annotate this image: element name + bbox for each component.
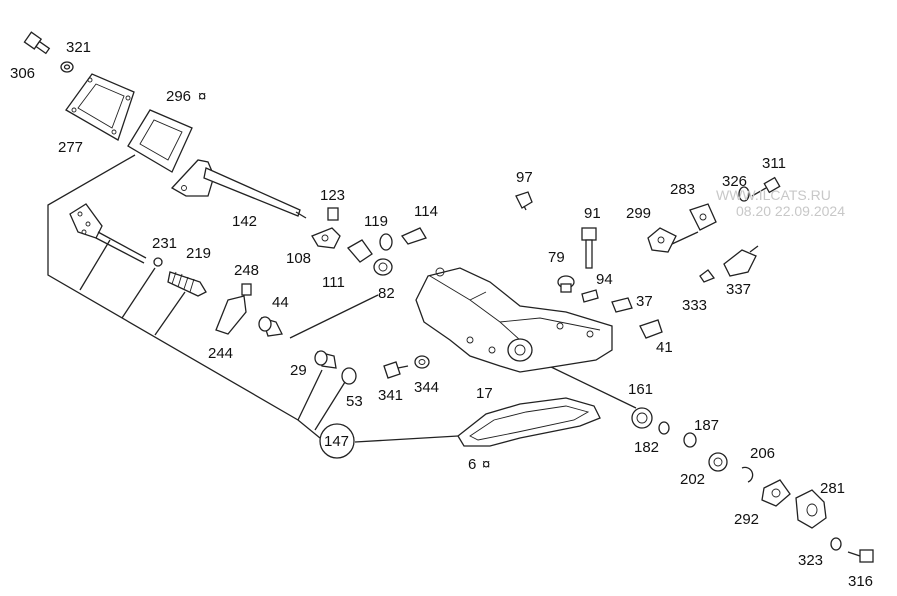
pin-333 <box>699 269 716 283</box>
cover-299 <box>647 227 677 253</box>
pin-37 <box>611 297 633 313</box>
label-281: 281 <box>820 480 845 497</box>
label-296: 296 <box>166 88 191 105</box>
cover-281 <box>795 489 827 529</box>
label-111: 111 <box>322 274 345 291</box>
label-119: 119 <box>364 213 388 230</box>
label-91: 91 <box>584 205 601 222</box>
watermark-site: WWW.ILCATS.RU <box>716 187 831 203</box>
clip-326 <box>738 186 750 202</box>
label-316: 316 <box>848 573 873 590</box>
label-82: 82 <box>378 285 395 302</box>
sleeve-44 <box>258 316 283 337</box>
bolt-97 <box>515 191 533 211</box>
ring-182 <box>658 421 670 435</box>
label-202: 202 <box>680 471 705 488</box>
label-6: 6 <box>468 456 476 473</box>
shift-housing-17 <box>415 267 613 373</box>
plate-283 <box>689 203 717 231</box>
plug-114 <box>400 227 427 245</box>
label-344: 344 <box>414 379 439 396</box>
selector-shaft-142 <box>170 159 307 219</box>
washer-202 <box>708 452 728 472</box>
label-311: 311 <box>762 155 786 172</box>
label-219: 219 <box>186 245 211 262</box>
marker-296: ¤ <box>198 88 206 105</box>
label-323: 323 <box>798 552 823 569</box>
marker-6: ¤ <box>482 456 490 473</box>
spring-219 <box>167 271 207 297</box>
label-147: 147 <box>324 433 349 450</box>
seal-161 <box>631 407 653 429</box>
watermark-date: 08.20 22.09.2024 <box>736 203 845 219</box>
label-108: 108 <box>286 250 311 267</box>
pin-248 <box>241 283 252 296</box>
gasket-277 <box>65 73 135 141</box>
label-41: 41 <box>656 339 673 356</box>
gasket-292 <box>761 479 791 507</box>
label-17: 17 <box>476 385 493 402</box>
cap-53 <box>341 367 357 385</box>
watermark: WWW.ILCATS.RU 08.20 22.09.2024 <box>716 187 845 219</box>
clip-94 <box>581 289 599 303</box>
ball-231 <box>153 257 163 267</box>
snap-ring-206 <box>741 466 754 483</box>
bushing-link <box>373 258 393 276</box>
gasket-296 <box>127 109 193 173</box>
leader-lines <box>47 154 699 443</box>
sleeve-29 <box>314 350 337 369</box>
bolt-91 <box>581 227 597 269</box>
label-299: 299 <box>626 205 651 222</box>
bushing-111 <box>346 239 373 263</box>
label-94: 94 <box>596 271 613 288</box>
lever-244 <box>215 295 247 335</box>
label-142: 142 <box>232 213 257 230</box>
bolt-316 <box>847 549 874 563</box>
ring-119 <box>379 233 393 251</box>
label-248: 248 <box>234 262 259 279</box>
label-283: 283 <box>670 181 695 198</box>
label-244: 244 <box>208 345 233 362</box>
bolt-306 <box>23 31 51 55</box>
label-337: 337 <box>726 281 751 298</box>
pin-123 <box>327 207 339 221</box>
label-187: 187 <box>694 417 719 434</box>
label-44: 44 <box>272 294 289 311</box>
label-341: 341 <box>378 387 403 404</box>
label-29: 29 <box>290 362 307 379</box>
label-161: 161 <box>628 381 653 398</box>
pin-41 <box>639 319 663 339</box>
washer-321 <box>60 61 74 73</box>
label-206: 206 <box>750 445 775 462</box>
label-182: 182 <box>634 439 659 456</box>
part-labels: 306 321 277 296 ¤ 142 123 108 119 114 11… <box>10 39 873 590</box>
clip-108 <box>311 227 341 249</box>
washer-344 <box>414 355 430 369</box>
label-114: 114 <box>414 203 438 220</box>
washer-323 <box>830 537 842 551</box>
label-37: 37 <box>636 293 653 310</box>
label-292: 292 <box>734 511 759 528</box>
bolt-341 <box>383 361 409 379</box>
bolt-311 <box>751 176 781 197</box>
label-321: 321 <box>66 39 91 56</box>
switch-337 <box>723 245 759 277</box>
label-277: 277 <box>58 139 83 156</box>
label-306: 306 <box>10 65 35 82</box>
label-231: 231 <box>152 235 177 252</box>
label-79: 79 <box>548 249 565 266</box>
label-53: 53 <box>346 393 363 410</box>
ring-187 <box>683 432 697 448</box>
plug-79 <box>557 275 575 293</box>
shift-rod-lever <box>69 203 147 264</box>
gasket-6 <box>457 397 601 447</box>
label-326: 326 <box>722 173 747 190</box>
label-97: 97 <box>516 169 533 186</box>
label-333: 333 <box>682 297 707 314</box>
callout-147 <box>319 423 355 459</box>
label-123: 123 <box>320 187 345 204</box>
